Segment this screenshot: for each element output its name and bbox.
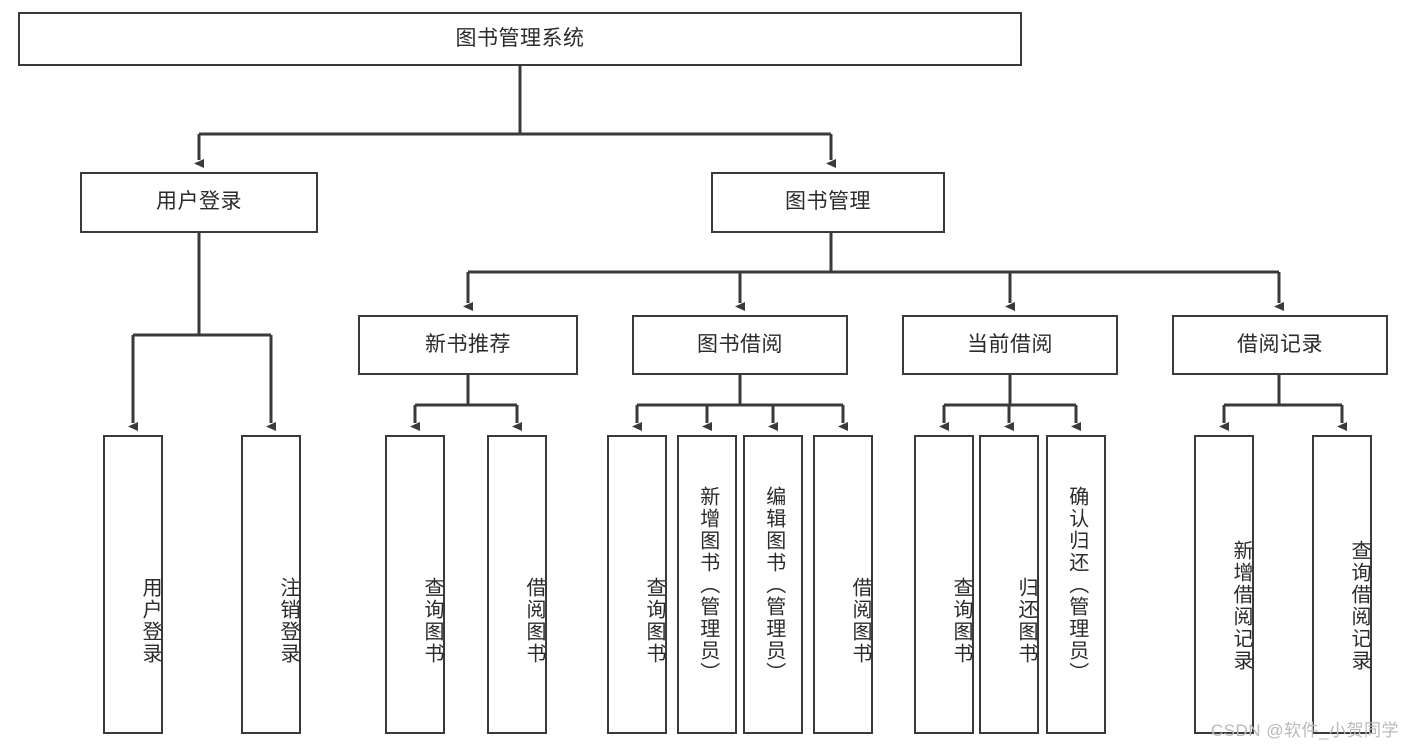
node-leaf-user-login-label: 用户登录 (139, 576, 161, 665)
node-leaf-borrow-edit-label: 编辑图书（管理员） (762, 485, 785, 684)
node-book-borrow-label: 图书借阅 (697, 332, 783, 356)
node-leaf-borrow-edit[interactable]: 编辑图书（管理员） (743, 435, 803, 734)
node-leaf-cur-return-label: 归还图书 (1015, 576, 1037, 665)
watermark-text: CSDN @软件_小贺同学 (1210, 721, 1399, 740)
node-leaf-cur-query[interactable]: 查询图书 (914, 435, 974, 734)
node-current-borrow-label: 当前借阅 (967, 332, 1053, 356)
node-leaf-user-login[interactable]: 用户登录 (103, 435, 163, 734)
node-leaf-borrow-query-label: 查询图书 (643, 576, 665, 665)
node-book-borrow[interactable]: 图书借阅 (632, 315, 848, 375)
node-leaf-cur-return[interactable]: 归还图书 (979, 435, 1039, 734)
node-book-manage-label: 图书管理 (785, 190, 871, 214)
node-user-login-label: 用户登录 (156, 190, 242, 214)
node-leaf-rec-query-label: 查询图书 (421, 576, 443, 665)
node-borrow-record-label: 借阅记录 (1237, 332, 1323, 356)
node-user-login[interactable]: 用户登录 (80, 172, 318, 233)
node-book-manage[interactable]: 图书管理 (711, 172, 945, 233)
node-leaf-borrow-query[interactable]: 查询图书 (607, 435, 667, 734)
node-leaf-rec-borrow-label: 借阅图书 (523, 576, 545, 665)
node-root-label: 图书管理系统 (455, 26, 585, 50)
node-leaf-cur-query-label: 查询图书 (950, 576, 972, 665)
node-root[interactable]: 图书管理系统 (18, 12, 1022, 66)
node-borrow-record[interactable]: 借阅记录 (1172, 315, 1388, 375)
node-leaf-user-logout[interactable]: 注销登录 (241, 435, 301, 734)
node-leaf-borrow-add-label: 新增图书（管理员） (696, 485, 719, 684)
node-current-borrow[interactable]: 当前借阅 (902, 315, 1118, 375)
node-leaf-rec-add[interactable]: 新增借阅记录 (1194, 435, 1254, 734)
node-leaf-borrow-lend-label: 借阅图书 (849, 576, 871, 665)
node-leaf-rec-query2-label: 查询借阅记录 (1348, 539, 1370, 672)
node-leaf-rec-add-label: 新增借阅记录 (1230, 539, 1252, 672)
node-new-book-rec[interactable]: 新书推荐 (358, 315, 578, 375)
node-leaf-user-logout-label: 注销登录 (277, 576, 299, 665)
node-leaf-borrow-add[interactable]: 新增图书（管理员） (677, 435, 737, 734)
node-leaf-rec-borrow[interactable]: 借阅图书 (487, 435, 547, 734)
node-leaf-cur-confirm-label: 确认归还（管理员） (1065, 485, 1088, 684)
node-leaf-borrow-lend[interactable]: 借阅图书 (813, 435, 873, 734)
node-leaf-rec-query2[interactable]: 查询借阅记录 (1312, 435, 1372, 734)
node-new-book-rec-label: 新书推荐 (425, 332, 511, 356)
node-leaf-rec-query[interactable]: 查询图书 (385, 435, 445, 734)
node-leaf-cur-confirm[interactable]: 确认归还（管理员） (1046, 435, 1106, 734)
